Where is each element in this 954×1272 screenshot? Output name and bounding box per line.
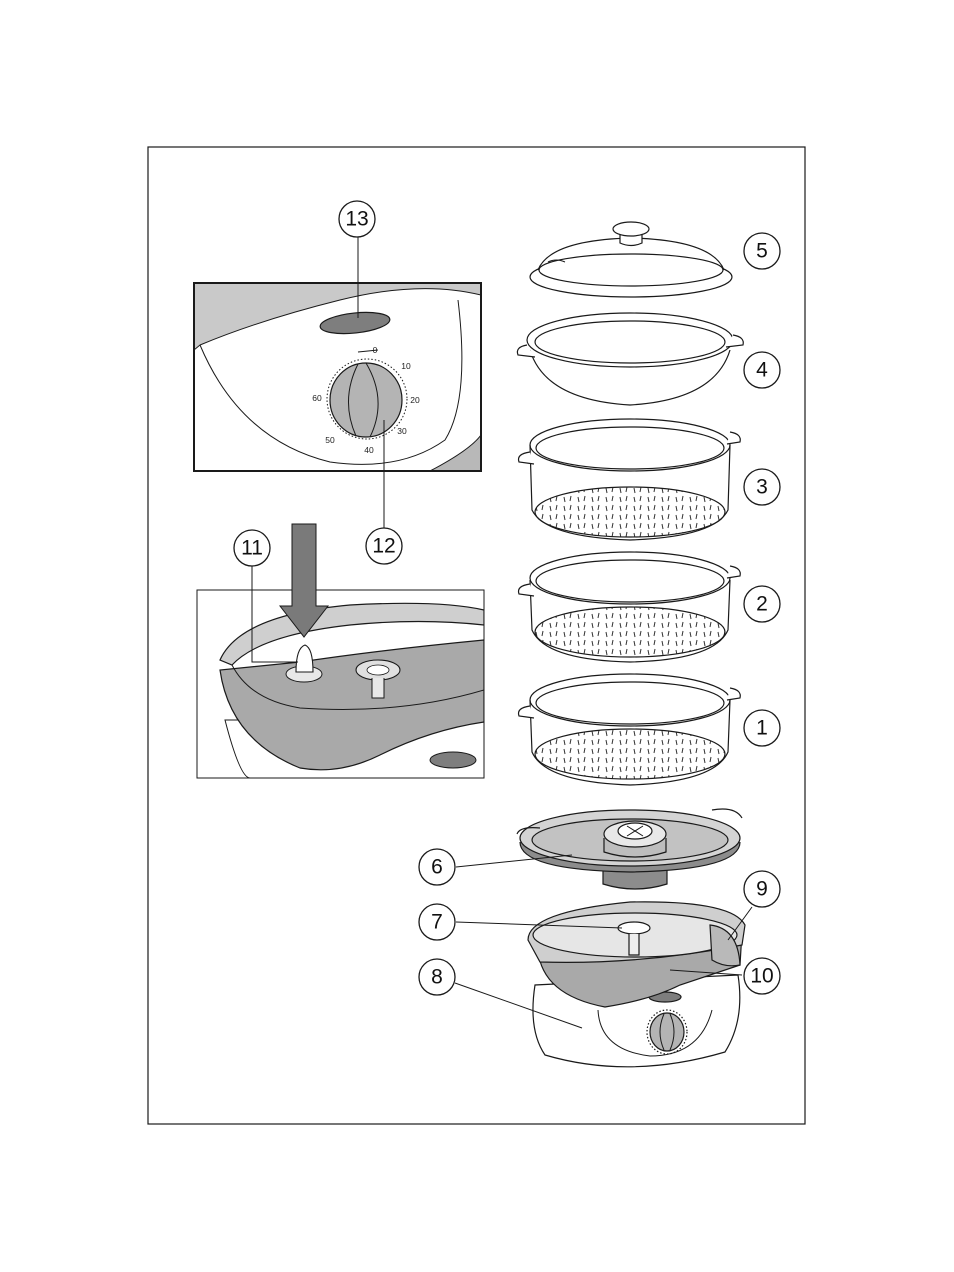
svg-text:3: 3 [756, 476, 768, 499]
callout-2: 2 [744, 586, 780, 622]
water-tank-inset [197, 590, 484, 778]
callout-4: 4 [744, 352, 780, 388]
svg-text:6: 6 [431, 856, 443, 879]
part-rice-bowl [517, 313, 743, 405]
callout-5: 5 [744, 233, 780, 269]
timer-panel-inset: 0 10 20 30 40 50 60 [194, 283, 481, 471]
callout-10: 10 [744, 958, 780, 994]
part-steaming-bowl-2 [518, 552, 740, 662]
callout-12: 12 [366, 528, 402, 564]
callout-6: 6 [419, 849, 455, 885]
svg-text:5: 5 [756, 240, 768, 263]
callout-8: 8 [419, 959, 455, 995]
svg-text:1: 1 [756, 717, 768, 740]
callout-11: 11 [234, 530, 270, 566]
part-steaming-bowl-1 [518, 674, 740, 785]
callout-1: 1 [744, 710, 780, 746]
svg-text:12: 12 [372, 535, 395, 558]
dial-label-0: 0 [373, 345, 378, 355]
dial-label-50: 50 [325, 435, 335, 445]
svg-text:13: 13 [345, 208, 368, 231]
callout-7: 7 [419, 904, 455, 940]
svg-text:2: 2 [756, 593, 768, 616]
callout-3: 3 [744, 469, 780, 505]
svg-text:4: 4 [756, 359, 768, 382]
svg-text:10: 10 [750, 965, 773, 988]
svg-text:8: 8 [431, 966, 443, 989]
dial-label-40: 40 [364, 445, 374, 455]
timer-knob [330, 363, 402, 437]
svg-text:7: 7 [431, 911, 443, 934]
dial-label-60: 60 [312, 393, 322, 403]
dial-label-20: 20 [410, 395, 420, 405]
callout-9: 9 [744, 871, 780, 907]
svg-text:11: 11 [241, 537, 263, 560]
dial-label-10: 10 [401, 361, 411, 371]
part-steaming-bowl-3 [518, 419, 740, 540]
dial-label-30: 30 [397, 426, 407, 436]
callout-13: 13 [339, 201, 375, 237]
part-lid [530, 222, 732, 297]
svg-text:9: 9 [756, 878, 768, 901]
part-drip-tray [517, 809, 742, 889]
